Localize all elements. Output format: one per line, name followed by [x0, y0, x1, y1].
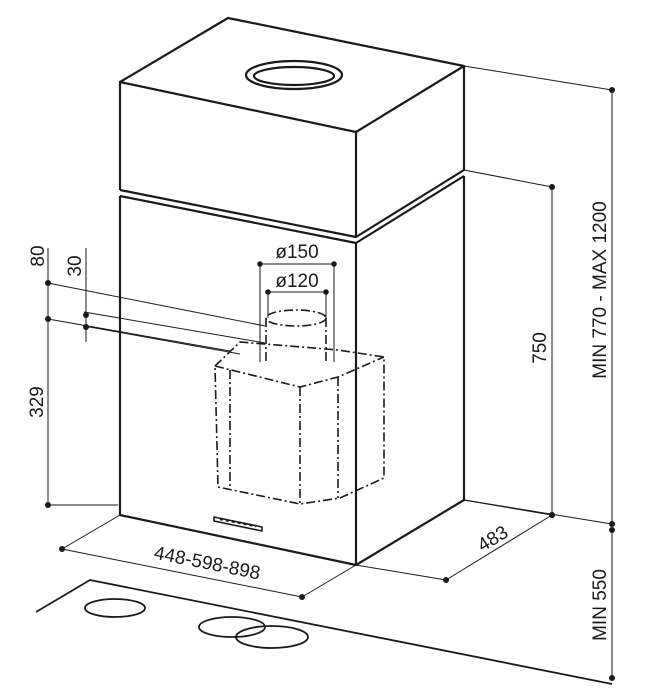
dimension-outlet-offsets: 80 30 329 — [27, 245, 266, 508]
top-outlet-ring — [244, 59, 344, 91]
offset-80-label: 80 — [28, 245, 49, 266]
min-clearance-label: MIN 550 — [590, 569, 611, 641]
depth-label: 483 — [474, 522, 512, 556]
chimney-height-label: 750 — [530, 332, 551, 364]
lower-box — [118, 175, 466, 567]
dimension-width: 448-598-898 — [59, 514, 357, 600]
height-range-label: MIN 770 - MAX 1200 — [590, 201, 611, 378]
dimension-total-height: MIN 770 - MAX 1200 — [463, 65, 615, 527]
duct-inner-label: ø120 — [275, 271, 318, 292]
upper-box — [118, 16, 466, 239]
control-panel — [213, 516, 263, 532]
cooktop — [35, 579, 613, 685]
outlet-height-label: 329 — [27, 386, 48, 418]
dimension-chimney-height: 750 — [463, 169, 555, 518]
dimension-depth: 483 — [355, 499, 555, 583]
duct-outer-label: ø150 — [275, 242, 318, 263]
inner-duct — [214, 309, 385, 505]
dimension-duct-diameters: ø150 ø120 — [257, 242, 337, 362]
offset-30-label: 30 — [65, 255, 86, 276]
dimension-min-clearance: MIN 550 — [590, 527, 615, 681]
